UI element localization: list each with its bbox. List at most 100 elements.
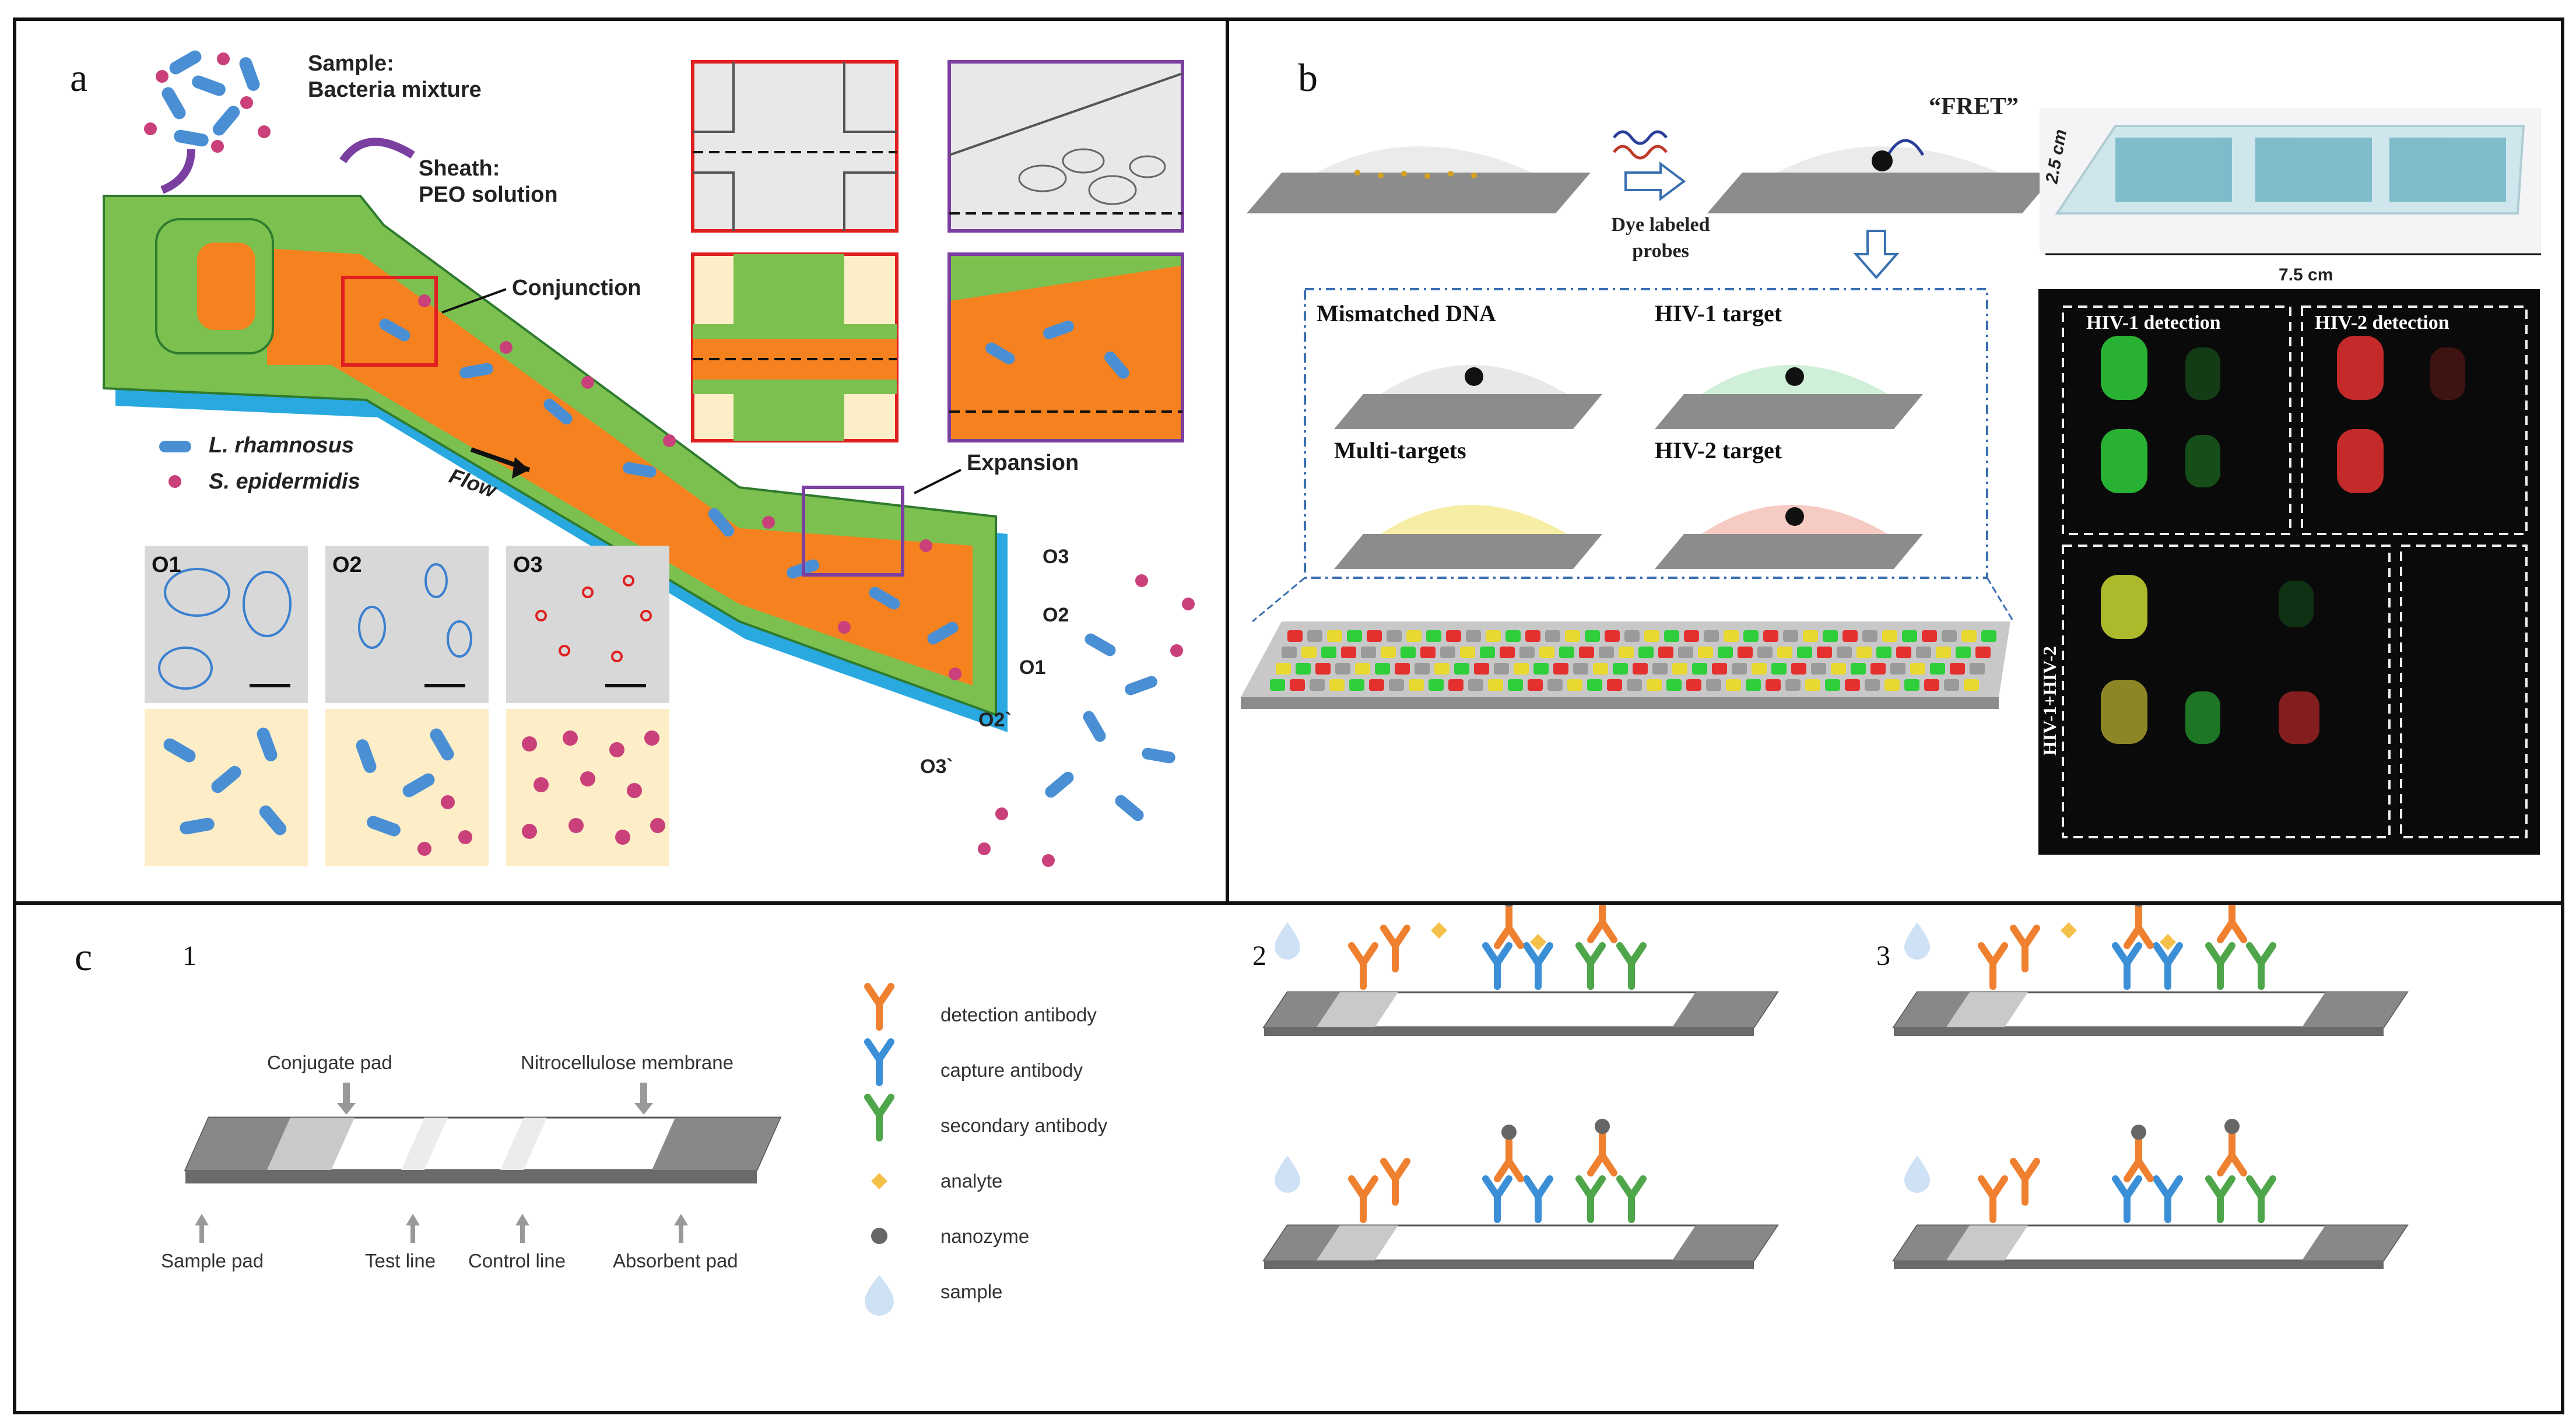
- sub-label-1: 1: [183, 940, 196, 971]
- hiv12-label: HIV-1+HIV-2: [2039, 646, 2060, 756]
- hiv1-detection-label: HIV-1 detection: [2086, 312, 2221, 333]
- antibody-icon: [1587, 905, 1617, 943]
- array-spot: [1817, 647, 1832, 658]
- panel-c-figure: Conjugate pad Nitrocellulose membrane Sa…: [161, 905, 2409, 1316]
- array-spot: [1282, 647, 1297, 658]
- array-spot: [1862, 630, 1877, 642]
- coccus-icon: [169, 475, 181, 488]
- array-spot: [1647, 679, 1662, 691]
- legend-l-rhamnosus: L. rhamnosus: [209, 433, 354, 458]
- array-spot: [1876, 647, 1891, 658]
- array-spot: [1823, 630, 1838, 642]
- strip-pad: [1894, 1225, 1970, 1260]
- strip-conjugate: [1317, 1225, 1398, 1260]
- detection-scenarios-box: [1304, 288, 1988, 579]
- zoom-expansion-micro: [947, 60, 1184, 233]
- circle-icon: [1595, 1119, 1610, 1134]
- circle-icon: [871, 1228, 887, 1244]
- array-spot: [1468, 679, 1483, 691]
- array-spot: [1519, 647, 1535, 658]
- antibody-icon: [1616, 942, 1647, 990]
- antibody-icon: [1978, 942, 2008, 990]
- array-spot: [1486, 630, 1501, 642]
- antibody-icon: [2112, 1175, 2142, 1223]
- outlet-label: O2`: [978, 709, 1012, 731]
- antibody-icon: [1380, 925, 1410, 972]
- array-spot: [1585, 630, 1600, 642]
- outlet-label: O1: [1019, 656, 1045, 679]
- strip-absorbent: [2302, 1225, 2407, 1260]
- fluorescence-image: [2038, 289, 2540, 855]
- inlet-arrow-icon: [160, 149, 195, 194]
- array-spot: [1704, 630, 1719, 642]
- array-spot: [1395, 663, 1410, 675]
- array-spot: [1783, 630, 1798, 642]
- array-spot: [1910, 663, 1925, 675]
- array-spot: [1890, 663, 1905, 675]
- array-spot: [1638, 647, 1654, 658]
- array-spot: [1624, 630, 1640, 642]
- droplet-icon: [1904, 922, 1930, 960]
- array-spot: [1902, 630, 1917, 642]
- antibody-icon: [2153, 942, 2183, 990]
- array-spot: [1287, 630, 1303, 642]
- droplet-icon: [865, 1275, 894, 1316]
- array-spot: [1367, 630, 1382, 642]
- array-spot: [1777, 647, 1792, 658]
- array-spot: [1763, 630, 1778, 642]
- micro-label-o3: O3: [513, 553, 543, 577]
- array-spot: [1329, 679, 1345, 691]
- diamond-icon: [1431, 922, 1447, 939]
- array-spot: [1942, 630, 1957, 642]
- array-spot: [1884, 679, 1900, 691]
- array-spot: [1845, 679, 1860, 691]
- hiv1-target-label: HIV-1 target: [1655, 300, 1782, 326]
- array-spot: [1347, 630, 1362, 642]
- graphene-chip-initial: [1247, 146, 1591, 213]
- array-spot: [1315, 663, 1331, 675]
- array-spot: [1494, 663, 1509, 675]
- array-spot: [1508, 679, 1523, 691]
- strip-base: [1264, 1260, 1754, 1269]
- array-spot: [1539, 647, 1554, 658]
- antibody-icon: [1523, 942, 1553, 990]
- array-spot: [1559, 647, 1574, 658]
- antibody-icon: [864, 1038, 894, 1086]
- array-spot: [1381, 647, 1396, 658]
- panel-a: a Sample: Bacteria mixture Sheath: PEO s…: [13, 17, 1229, 905]
- antibody-icon: [2205, 1175, 2235, 1223]
- rod-icon: [159, 441, 191, 452]
- array-spot: [1547, 679, 1563, 691]
- array-spot: [1785, 679, 1801, 691]
- array-spot: [1270, 679, 1285, 691]
- fret-label: “FRET”: [1929, 93, 2019, 120]
- conjugate-pad-label: Conjugate pad: [267, 1052, 392, 1073]
- array-spot: [1341, 647, 1356, 658]
- antibody-icon: [2112, 942, 2142, 990]
- array-spot: [1607, 679, 1622, 691]
- array-spot: [1746, 679, 1761, 691]
- lateral-flow-strip: [184, 1116, 782, 1183]
- array-spot: [1666, 679, 1682, 691]
- right-arrow-icon: [1624, 161, 1686, 201]
- array-spot: [1474, 663, 1489, 675]
- antibody-icon: [2246, 942, 2276, 990]
- array-spot: [1389, 679, 1404, 691]
- schematic-o1: [145, 709, 308, 866]
- hiv2-detection-label: HIV-2 detection: [2315, 312, 2449, 333]
- conjunction-label: Conjunction: [512, 276, 641, 300]
- array-spot: [1732, 663, 1747, 675]
- chip-hiv2: [1655, 505, 1923, 569]
- panel-c: c 1 2 3 Conjugate pad Nitrocellulose mem…: [13, 901, 2564, 1414]
- panel-label-b: b: [1298, 55, 1318, 100]
- array-spot: [1369, 679, 1384, 691]
- array-spot: [1440, 647, 1455, 658]
- diamond-icon: [1530, 934, 1546, 950]
- array-spot: [1460, 647, 1475, 658]
- array-spot: [1865, 679, 1880, 691]
- array-spot: [1924, 679, 1939, 691]
- array-spot: [1805, 679, 1820, 691]
- array-spot: [1896, 647, 1911, 658]
- microfluidic-chip: [103, 195, 1008, 732]
- antibody-icon: [1616, 1175, 1647, 1223]
